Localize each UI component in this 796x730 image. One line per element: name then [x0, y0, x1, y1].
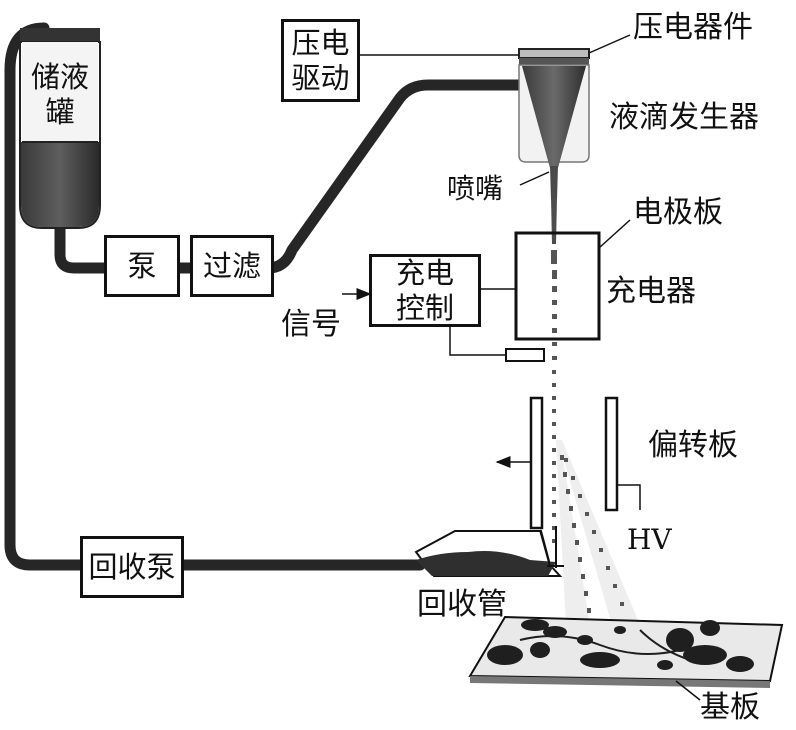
charge-control-line1: 充电 — [395, 255, 454, 290]
charger-label: 充电器 — [606, 274, 696, 309]
deflected-spray — [556, 440, 640, 625]
piezo-element-label: 压电器件 — [633, 10, 753, 45]
reservoir-tank — [19, 28, 101, 229]
recovery-pump-label: 回收泵 — [88, 549, 176, 584]
substrate-label: 基板 — [700, 690, 760, 725]
filter-box: 过滤 — [190, 235, 274, 297]
piezo-drive-box: 压电 驱动 — [281, 19, 360, 102]
reservoir-label-line1: 储液 — [30, 60, 89, 94]
droplet-stream — [551, 250, 557, 543]
deflection-plate-label: 偏转板 — [648, 428, 738, 463]
deflection-plate-right — [604, 396, 619, 512]
recovery-pump-box: 回收泵 — [80, 536, 184, 598]
hv-label: HV — [627, 523, 672, 556]
sensor-element — [505, 348, 545, 362]
charge-control-line2: 控制 — [395, 290, 454, 325]
pump-label: 泵 — [127, 248, 157, 283]
droplet-generator-label: 液滴发生器 — [609, 100, 759, 135]
recovery-tube-label: 回收管 — [417, 587, 507, 622]
electrode-plate-label: 电极板 — [633, 195, 723, 230]
piezo-drive-line1: 压电 — [291, 25, 350, 60]
charge-control-box: 充电 控制 — [369, 254, 481, 327]
reservoir-label: 储液 罐 — [28, 60, 92, 130]
reservoir-label-line2: 罐 — [45, 94, 75, 129]
nozzle-label: 喷嘴 — [447, 172, 504, 205]
deflection-plate-left — [529, 396, 544, 530]
recovery-tube — [414, 526, 564, 577]
filter-label: 过滤 — [202, 248, 261, 283]
signal-label: 信号 — [281, 307, 341, 342]
pump-box: 泵 — [104, 235, 180, 297]
pipe-supply — [54, 79, 533, 274]
droplet-generator — [518, 48, 590, 200]
piezo-drive-line2: 驱动 — [291, 60, 350, 95]
substrate-plate — [468, 615, 784, 688]
charger-electrode-box — [514, 231, 601, 341]
